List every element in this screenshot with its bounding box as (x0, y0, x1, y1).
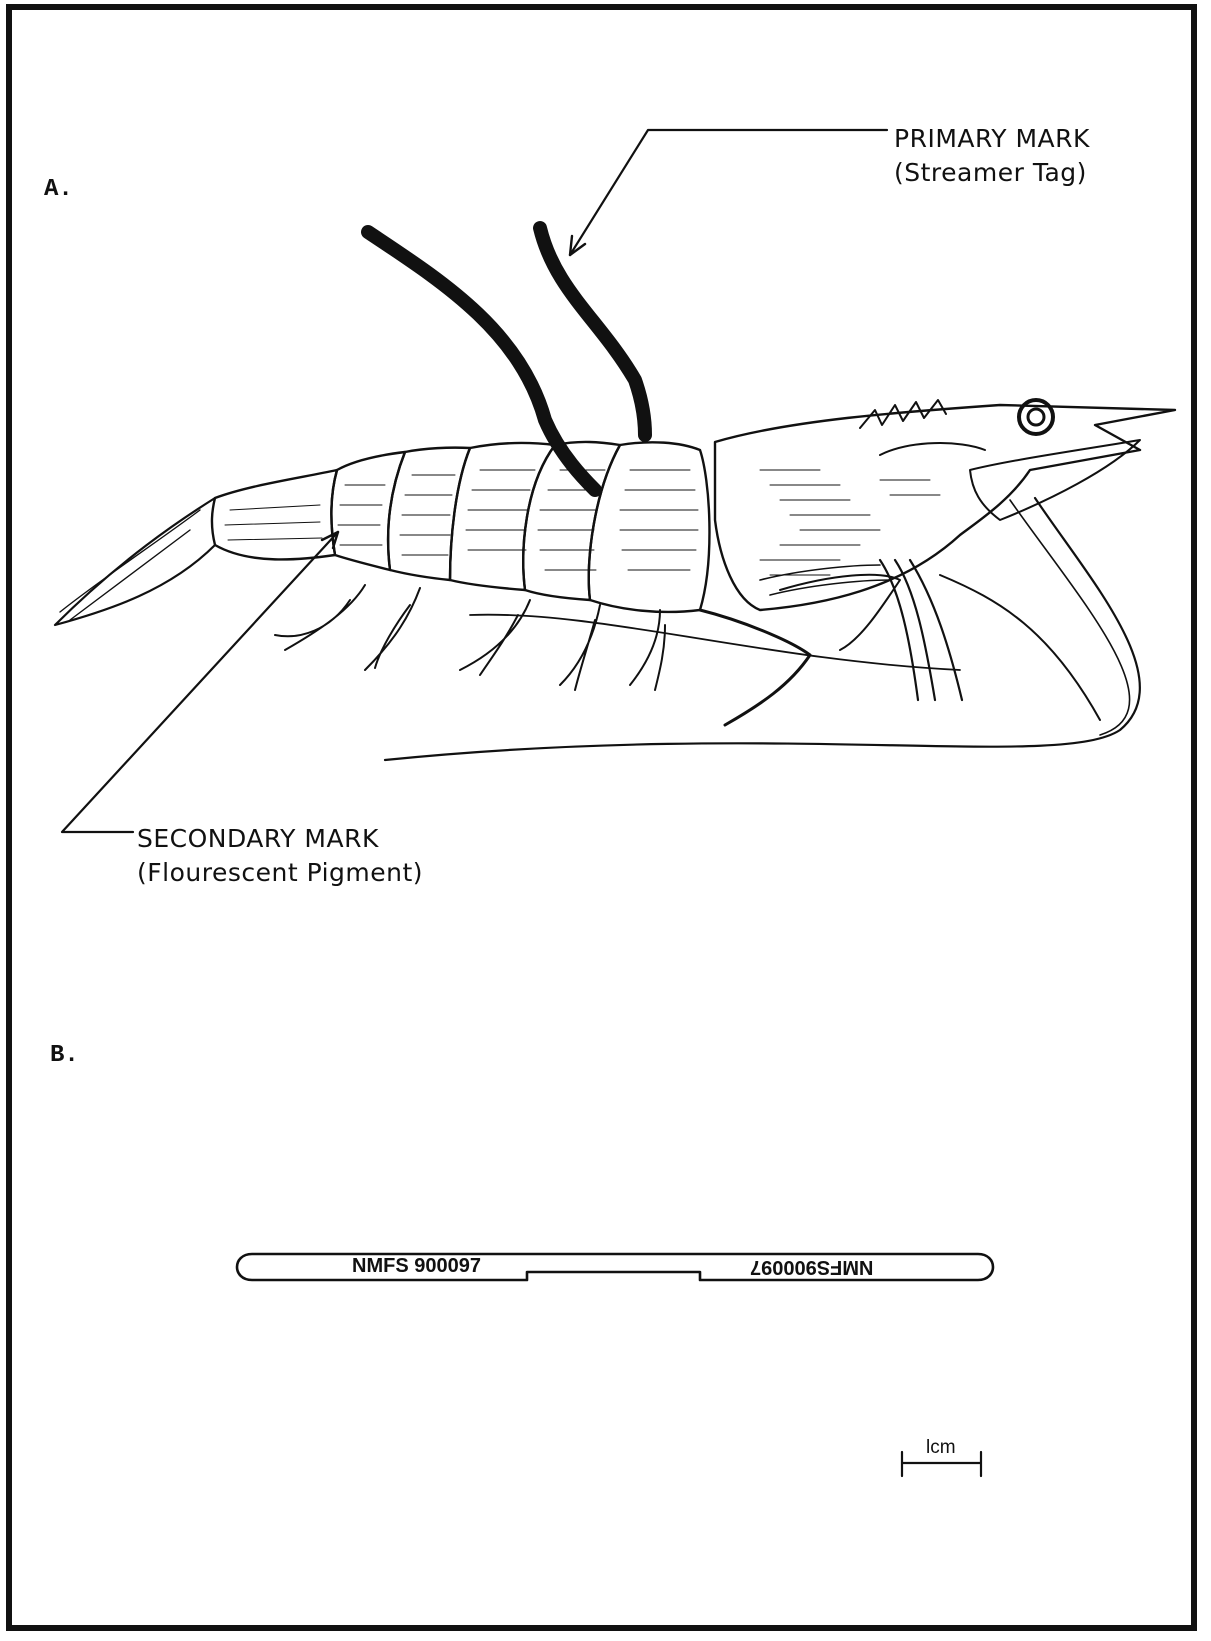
carapace-groove (880, 443, 985, 455)
primary-mark-arrowhead (570, 236, 585, 255)
tag-text-left: NMFS 900097 (352, 1255, 481, 1278)
streamer-tag-right (540, 228, 645, 435)
pleopod-2 (365, 588, 420, 670)
walking-leg-1 (700, 610, 810, 725)
antenna-flagellum (940, 575, 1100, 720)
ventral-line (470, 615, 960, 670)
secondary-mark-leader (62, 532, 338, 832)
rostrum-teeth (860, 400, 946, 428)
carapace (715, 405, 1175, 610)
walking-leg-2 (780, 575, 900, 650)
uropod (60, 510, 200, 620)
abdomen-hatching (225, 470, 698, 570)
eye-inner (1028, 409, 1044, 425)
antenna-long-2 (1010, 500, 1130, 735)
primary-mark-leader (570, 130, 887, 255)
carapace-hatching (760, 470, 940, 575)
cheliped-legs (880, 560, 962, 700)
abdominal-segment-3 (450, 443, 555, 590)
pleopod-1 (275, 585, 365, 650)
abdominal-segment-5 (331, 452, 405, 570)
tag-text-right-inverted: NMFS900097 (750, 1255, 873, 1278)
pleopod-5 (630, 610, 665, 690)
abdominal-segment-1 (589, 442, 710, 612)
scale-label: lcm (926, 1437, 956, 1459)
streamer-tag-outline (237, 1254, 993, 1280)
pleopod-3 (460, 600, 530, 675)
abdominal-segment-6 (212, 470, 337, 559)
pleopod-4 (560, 605, 600, 690)
